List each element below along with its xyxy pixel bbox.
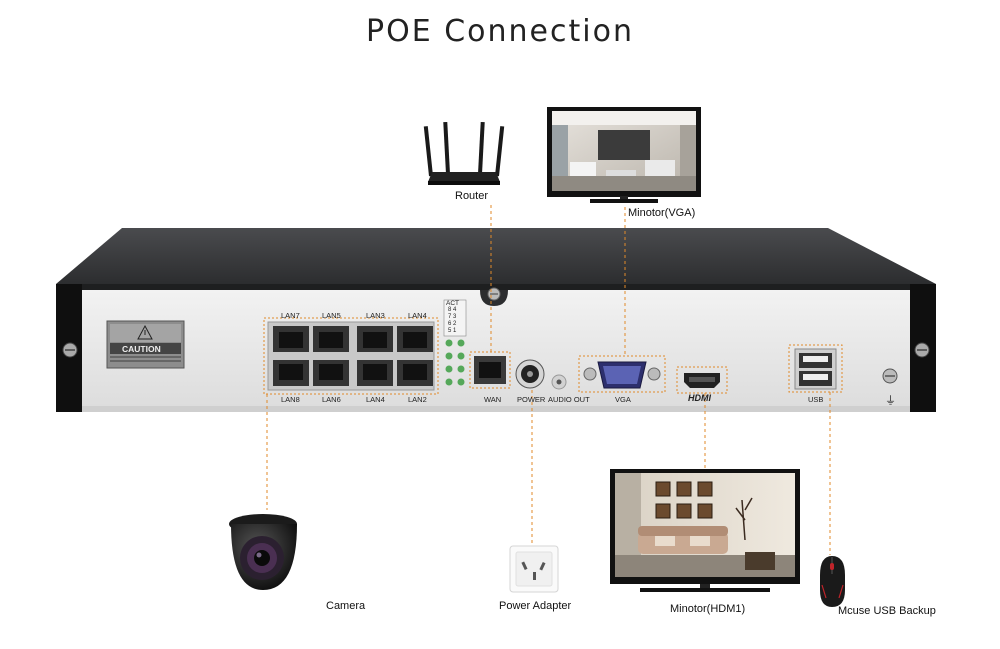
hdmi-label: HDMI <box>688 393 711 403</box>
camera-device <box>229 514 297 590</box>
lan-ports <box>273 326 433 386</box>
camera-label: Camera <box>326 600 366 612</box>
monitor-hdmi-device <box>610 469 800 592</box>
mouse-device <box>820 556 845 607</box>
act-row-1: 8 4 <box>448 307 457 313</box>
monitor-vga-label: Minotor(VGA) <box>628 207 696 219</box>
power-adapter-label: Power Adapter <box>499 600 572 612</box>
lan-label-bottom-3: LAN4 <box>366 395 385 404</box>
router-device <box>423 121 505 185</box>
power-adapter-device <box>509 545 559 593</box>
router-label: Router <box>455 190 489 202</box>
act-row-2: 7 3 <box>448 314 457 320</box>
lan-label-bottom-2: LAN6 <box>322 395 341 404</box>
lan-label-bottom-1: LAN8 <box>281 395 300 404</box>
lan-label-top-1: LAN7 <box>281 311 300 320</box>
monitor-hdmi-label: Minotor(HDM1) <box>670 603 746 615</box>
usb-label: USB <box>808 395 824 404</box>
connector-lines <box>266 205 831 555</box>
power-label: POWER <box>517 395 546 404</box>
act-header: ACT <box>446 300 459 307</box>
monitor-vga-device <box>547 107 701 203</box>
page-title: POE Connection <box>366 14 634 49</box>
ground-symbol: ⏚ <box>885 395 896 407</box>
lan-label-top-4: LAN4 <box>408 311 427 320</box>
lan-label-top-2: LAN5 <box>322 311 341 320</box>
audio-out-label: AUDIO OUT <box>548 395 590 404</box>
mouse-usb-label: Mcuse USB Backup <box>838 605 936 617</box>
lan-label-bottom-4: LAN2 <box>408 395 427 404</box>
act-row-3: 6 2 <box>448 321 457 327</box>
wan-label: WAN <box>484 395 502 404</box>
caution-label: CAUTION <box>122 344 161 354</box>
act-leds <box>443 299 467 386</box>
nvr-unit <box>56 228 936 412</box>
act-row-4: 5 1 <box>448 328 457 334</box>
vga-label: VGA <box>615 395 631 404</box>
lan-label-top-3: LAN3 <box>366 311 385 320</box>
